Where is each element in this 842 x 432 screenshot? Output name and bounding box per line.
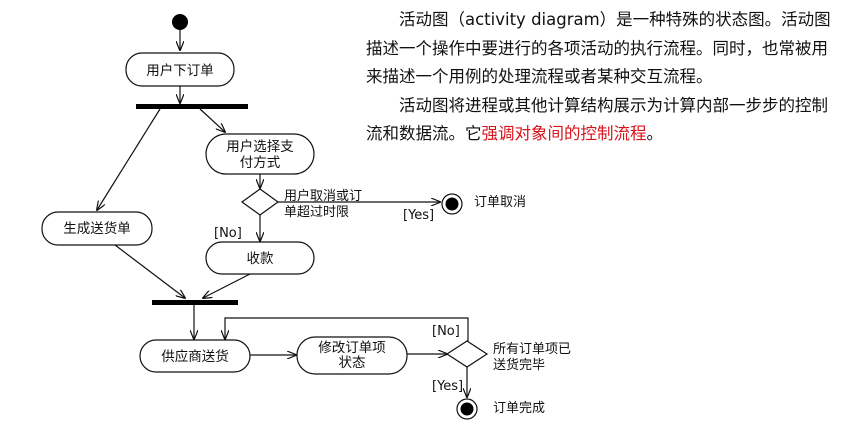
- description-p2-after: 。: [646, 124, 664, 143]
- description-p2-highlight: 强调对象间的控制流程: [481, 124, 647, 143]
- activity-collect-payment-label: 收款: [247, 251, 274, 267]
- initial-node: [172, 14, 188, 30]
- activity-place-order-label: 用户下订单: [146, 62, 214, 79]
- activity-collect-payment: [205, 241, 315, 275]
- description-paragraph-1: 活动图（activity diagram）是一种特殊的状态图。活动图描述一个操作…: [366, 10, 831, 86]
- guard-yes-2: [Yes]: [432, 379, 463, 394]
- final-node-cancelled-inner: [445, 197, 459, 211]
- guard-all-shipped-line2: 送货完毕: [493, 357, 545, 373]
- activity-generate-shipping-label: 生成送货单: [63, 220, 131, 237]
- activity-choose-payment-label-2: 付方式: [240, 155, 281, 171]
- final-cancelled-label: 订单取消: [474, 195, 526, 210]
- description-p2-before: 活动图将进程或其他计算结构展示为计算内部一步步的控制流和数据流。它: [366, 95, 828, 144]
- activity-modify-item: [296, 336, 408, 375]
- description-text: 活动图（activity diagram）是一种特殊的状态图。活动图描述一个操作…: [366, 6, 836, 149]
- guard-cancel-line2: 单超过时限: [284, 205, 349, 220]
- decision-cancel: [240, 188, 280, 216]
- activity-generate-shipping: [41, 211, 153, 246]
- activity-supplier-ship: [139, 339, 251, 373]
- flow-fork-to-choose-payment: [199, 108, 225, 132]
- flow-fork-to-shipping: [97, 108, 161, 210]
- final-node-completed-inner: [460, 402, 474, 416]
- activity-modify-item-label-2: 状态: [339, 355, 366, 371]
- final-completed-label: 订单完成: [493, 401, 545, 416]
- guard-no-2: [No]: [432, 324, 460, 339]
- guard-no: [No]: [214, 226, 242, 241]
- flow-collect-to-join: [203, 273, 251, 298]
- guard-cancel-line1: 用户取消或订: [284, 188, 362, 204]
- flow-loop-back-no: [225, 317, 469, 341]
- guard-all-shipped-line1: 所有订单项已: [493, 342, 571, 357]
- activity-modify-item-label-1: 修改订单项: [318, 340, 386, 356]
- activity-supplier-ship-label: 供应商送货: [161, 348, 229, 365]
- decision-all-shipped: [445, 340, 489, 368]
- fork-bar-top: [136, 104, 248, 109]
- guard-yes: [Yes]: [403, 208, 434, 223]
- activity-choose-payment-label-1: 用户选择支: [226, 138, 294, 155]
- join-bar: [152, 300, 238, 305]
- flow-shipping-to-join: [114, 244, 185, 298]
- description-paragraph-2: 活动图将进程或其他计算结构展示为计算内部一步步的控制流和数据流。它强调对象间的控…: [366, 92, 836, 149]
